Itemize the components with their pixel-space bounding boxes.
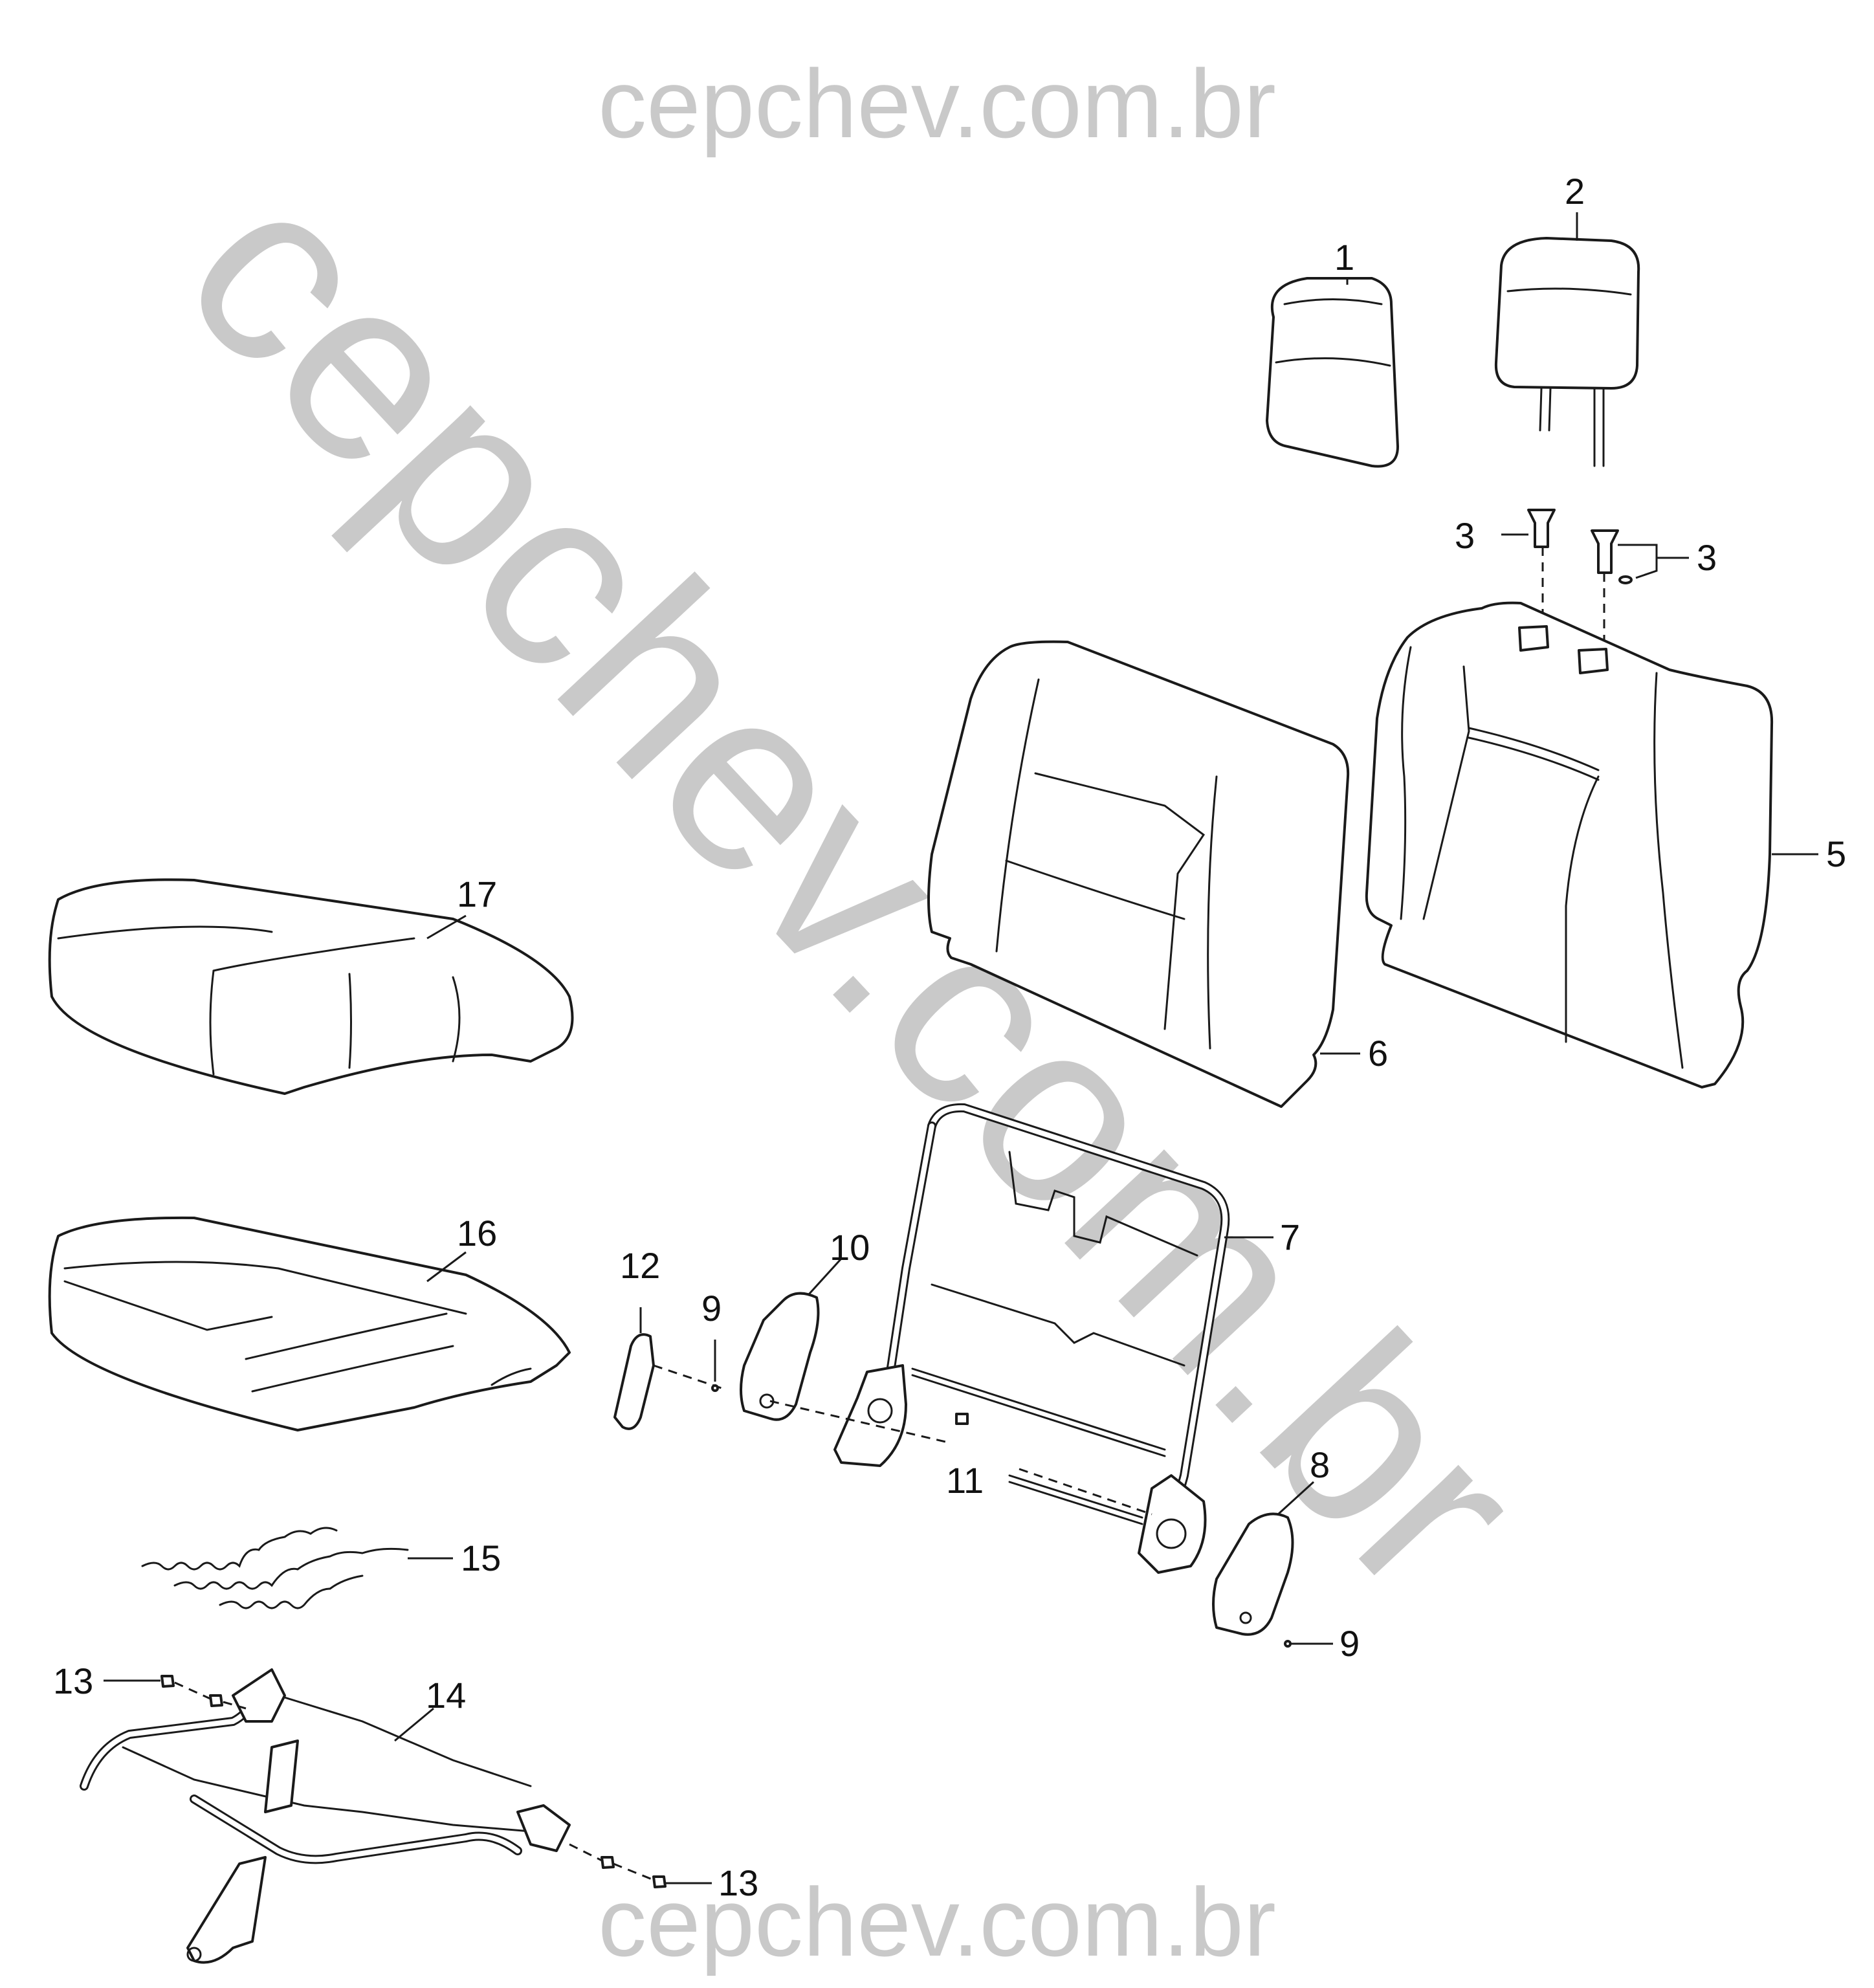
callout-13-top: 13	[53, 1661, 94, 1701]
callout-7: 7	[1280, 1217, 1301, 1257]
callout-1: 1	[1334, 237, 1355, 278]
watermark-bottom: cepchev.com.br	[598, 1868, 1276, 1976]
callout-2: 2	[1565, 171, 1585, 212]
seatback-pad-icon	[927, 640, 1350, 1108]
fastener-icon	[160, 1675, 667, 1888]
callout-12: 12	[620, 1245, 661, 1286]
seat-cushion-pad-icon	[48, 878, 574, 1095]
recliner-cover-right-icon	[1212, 1512, 1294, 1636]
callout-17: 17	[457, 874, 498, 914]
seatback-frame-icon	[833, 1103, 1230, 1574]
callout-8: 8	[1310, 1444, 1330, 1485]
headrest-center-icon	[1266, 277, 1399, 468]
seat-springs-icon	[141, 1527, 409, 1609]
seat-cushion-frame-icon	[80, 1668, 571, 1964]
callout-3-left: 3	[1455, 515, 1475, 556]
callout-15: 15	[461, 1538, 502, 1578]
callout-10: 10	[830, 1227, 870, 1268]
recliner-handle-icon	[613, 1333, 655, 1430]
seatback-cover-trimmed-icon	[1365, 601, 1774, 1088]
callout-11: 11	[946, 1460, 984, 1501]
callout-13-bottom: 13	[718, 1862, 759, 1903]
watermark-top: cepchev.com.br	[598, 49, 1276, 158]
callout-3-right: 3	[1697, 537, 1717, 578]
callout-5: 5	[1826, 834, 1847, 874]
callout-6: 6	[1368, 1033, 1389, 1074]
callout-9-right: 9	[1339, 1623, 1360, 1664]
callout-14: 14	[426, 1675, 467, 1716]
pin-icon	[955, 1413, 969, 1425]
headrest-with-posts-icon	[1494, 237, 1640, 467]
recliner-cover-left-icon	[740, 1292, 820, 1421]
callout-9-left: 9	[701, 1288, 722, 1329]
callout-16: 16	[457, 1213, 498, 1254]
